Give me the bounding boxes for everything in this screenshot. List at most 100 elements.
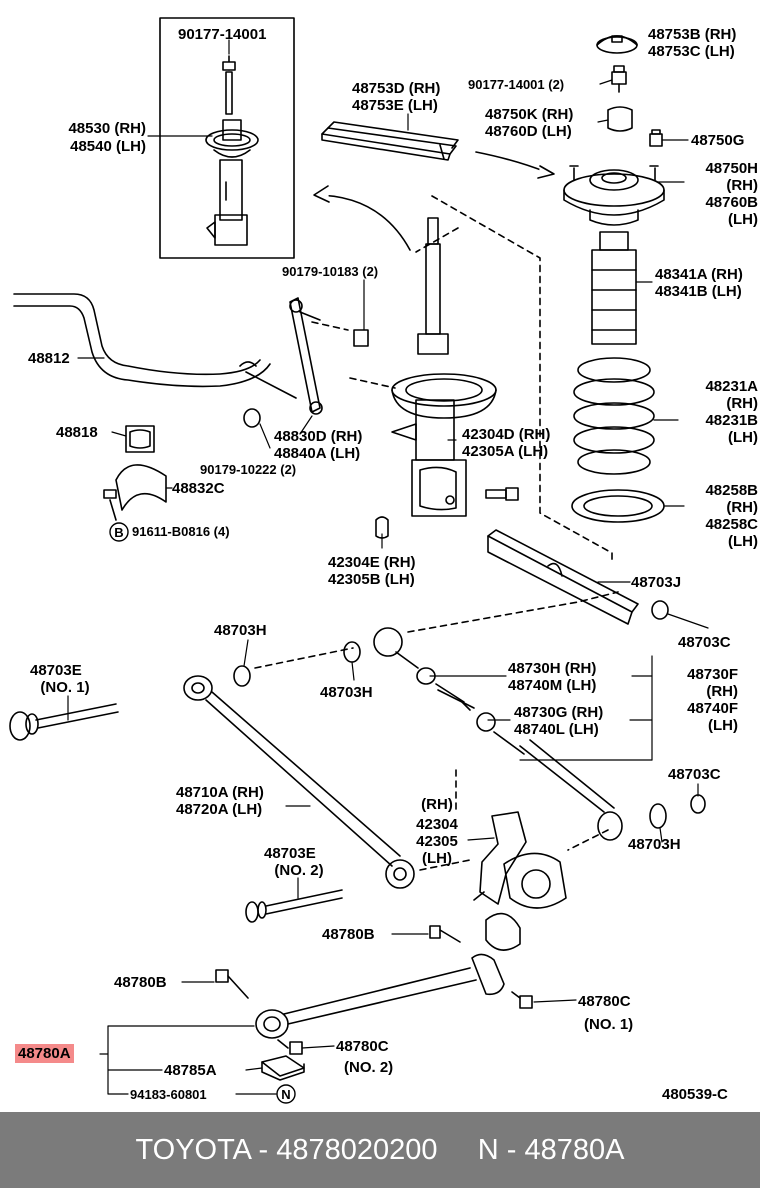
arrow-line-2 <box>314 194 411 251</box>
label-arm-740l: 48740L (LH) <box>514 721 599 738</box>
diagram-ref-code: 480539-C <box>662 1086 728 1103</box>
spring-seat-icon <box>571 489 665 523</box>
plate-785a-icon <box>261 1055 305 1081</box>
label-mount-a: 48750H <box>705 160 758 177</box>
guide-lines <box>254 195 619 871</box>
label-bush-rh: 42304E (RH) <box>328 554 416 571</box>
label-bolt-780b-1: 48780B <box>322 926 375 943</box>
label-nut-780c-1: 48780C <box>578 993 631 1010</box>
leader-lines <box>67 39 709 1095</box>
label-mount-b: (RH) <box>726 177 758 194</box>
stabilizer-bracket-icon <box>103 464 167 521</box>
nut-780c-no1-icon <box>511 991 533 1009</box>
n-circle-icon <box>276 1084 296 1104</box>
label-seat-c: 48258C <box>705 516 758 533</box>
shock-absorber-icon <box>391 217 497 517</box>
label-washer-703h-1: 48703H <box>214 622 267 639</box>
label-member: 48703J <box>631 574 682 591</box>
parts-diagram: B N 90177-14001 48530 (RH) 48540 (LH) 48… <box>9 17 758 1104</box>
b-circle-letter: B <box>114 525 123 540</box>
arrow-line <box>475 151 547 173</box>
label-arm-720a: 48720A (LH) <box>176 801 263 818</box>
label-stab-bracket: 48832C <box>172 480 225 497</box>
nut-780c-no2-icon <box>277 1039 303 1055</box>
label-strut-rod-highlight[interactable]: 48780A <box>15 1044 74 1063</box>
label-washer-703h-3: 48703H <box>628 836 681 853</box>
bolt-780b-upper-icon <box>429 925 461 943</box>
stabilizer-link-icon <box>289 297 323 415</box>
label-arm-740f-lh: (LH) <box>708 717 738 734</box>
footer-callout: N <box>477 1134 499 1166</box>
inset-strut-icon <box>205 55 259 246</box>
label-stab-bush: 48818 <box>56 424 98 441</box>
label-bolt-703e-1-no: (NO. 1) <box>40 679 90 696</box>
label-spring-a: 48231A <box>705 378 758 395</box>
label-mount-d: (LH) <box>728 211 758 228</box>
label-bolt-703e-2: 48703E <box>264 845 316 862</box>
label-arm-730h: 48730H (RH) <box>508 660 597 677</box>
axle-carrier-icon <box>473 811 567 951</box>
spring-mount-icon <box>563 165 665 226</box>
label-spring-c: 48231B <box>705 412 758 429</box>
link-nut-icon-1 <box>353 329 369 347</box>
label-nut-780c-2-no: (NO. 2) <box>344 1059 394 1076</box>
label-carrier-lh: (LH) <box>422 850 452 867</box>
label-link-lh: 48840A (LH) <box>274 445 361 462</box>
label-arm-730f: 48730F <box>687 666 738 683</box>
washer-icon-4 <box>690 794 706 814</box>
label-spring-b: (RH) <box>726 395 758 412</box>
label-shock-rh: 42304D (RH) <box>462 426 551 443</box>
label-bush-lh: 42305B (LH) <box>328 571 415 588</box>
label-stab-bar: 48812 <box>28 350 70 367</box>
label-strut-rh: 48530 (RH) <box>68 120 146 137</box>
footer-part-code: 48780A <box>524 1134 625 1166</box>
link-nut-icon-2 <box>243 408 261 428</box>
footer-sep-1: - <box>250 1134 277 1166</box>
label-nut-780c-1-no: (NO. 1) <box>584 1016 634 1033</box>
label-support-lh: 48753E (LH) <box>352 97 438 114</box>
label-nut-90179-10183: 90179-10183 (2) <box>282 264 379 279</box>
label-48750g: 48750G <box>691 132 745 149</box>
label-arm-710a: 48710A (RH) <box>176 784 264 801</box>
lower-arm-icon <box>183 675 415 889</box>
washer-icon-3 <box>343 641 361 663</box>
stabilizer-bushing-icon <box>125 425 155 453</box>
label-support-rh: 48753D (RH) <box>352 80 441 97</box>
top-nut-icon <box>611 65 627 93</box>
label-nut-90179-10222: 90179-10222 (2) <box>200 462 297 477</box>
footer-gap <box>438 1134 478 1166</box>
label-bolt-703e-1: 48703E <box>30 662 82 679</box>
footer-brand: TOYOTA <box>135 1134 251 1166</box>
label-washer-703h-2: 48703H <box>320 684 373 701</box>
washer-icon-5 <box>649 803 667 829</box>
label-nut-780c-2: 48780C <box>336 1038 389 1055</box>
washer-icon-2 <box>233 665 251 687</box>
label-nut-qty: 90177-14001 (2) <box>468 77 565 92</box>
bolt-703e-no1-icon <box>9 703 119 741</box>
nut-48750g-icon <box>649 129 663 147</box>
label-arm-730g: 48730G (RH) <box>514 704 604 721</box>
label-washer-703c-2: 48703C <box>668 766 721 783</box>
label-nut-94183: 94183-60801 <box>130 1087 207 1102</box>
label-strut-lh: 48540 (LH) <box>70 138 146 155</box>
label-cap-rh: 48753B (RH) <box>648 26 737 43</box>
label-bump-lh: 48760D (LH) <box>485 123 572 140</box>
bolt-703e-no2-icon <box>245 889 343 923</box>
bolt-780b-lower-icon <box>215 969 249 999</box>
label-carrier-a: 42304 <box>416 816 458 833</box>
b-circle-icon <box>109 522 129 542</box>
label-shock-lh: 42305A (LH) <box>462 443 549 460</box>
label-plate-785a: 48785A <box>164 1062 217 1079</box>
footer-part-number: 4878020200 <box>276 1134 438 1166</box>
coil-spring-icon <box>573 357 655 475</box>
label-seat-b: (RH) <box>726 499 758 516</box>
label-seat-a: 48258B <box>705 482 758 499</box>
label-stopper-rh: 48341A (RH) <box>655 266 743 283</box>
bump-cushion-icon <box>607 106 633 132</box>
label-arm-730f-rh: (RH) <box>706 683 738 700</box>
footer-sep-2: - <box>498 1134 525 1166</box>
inset-frame <box>159 17 295 259</box>
exploded-view-drawing: B N <box>9 17 709 1104</box>
label-spring-d: (LH) <box>728 429 758 446</box>
label-stopper-lh: 48341B (LH) <box>655 283 742 300</box>
